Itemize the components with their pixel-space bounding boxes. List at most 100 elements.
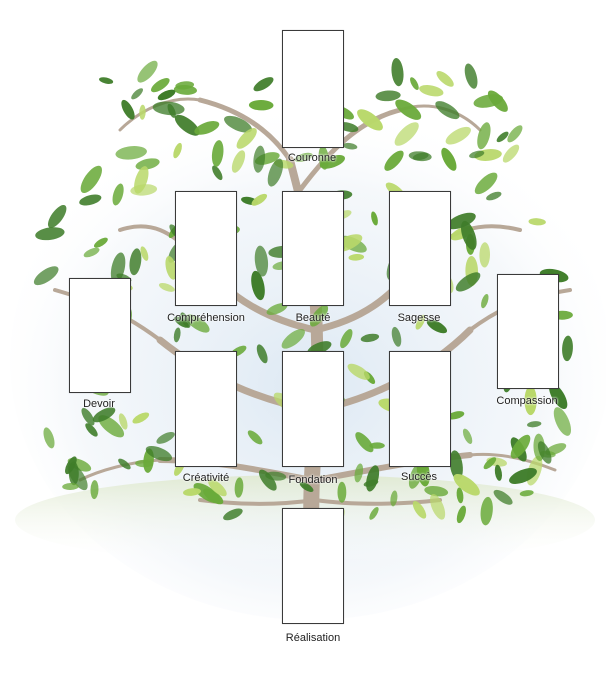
card-label-sagesse: Sagesse <box>397 312 441 324</box>
card-placeholder-beaute[interactable] <box>282 191 344 306</box>
leaf <box>175 81 195 90</box>
leaf <box>469 150 485 159</box>
leaf <box>112 183 124 206</box>
leaf <box>390 490 398 507</box>
leaf <box>121 99 135 120</box>
leaf <box>562 335 573 362</box>
leaf <box>99 77 114 84</box>
card-label-couronne: Couronne <box>287 152 337 164</box>
leaf <box>510 434 531 459</box>
leaf <box>93 237 108 248</box>
leaf <box>371 211 378 226</box>
leaf <box>253 77 274 92</box>
leaf <box>395 99 422 120</box>
leaf <box>118 458 131 470</box>
leaf <box>384 150 404 171</box>
leaf <box>266 303 288 315</box>
leaf <box>299 482 314 492</box>
leaf <box>253 145 266 173</box>
card-placeholder-realisation[interactable] <box>282 508 344 624</box>
leaf <box>129 248 142 276</box>
leaf <box>369 507 379 520</box>
leaf <box>173 142 182 159</box>
card-placeholder-sagesse[interactable] <box>389 191 451 306</box>
card-label-succes: Succès <box>400 471 438 483</box>
leaf <box>80 165 102 194</box>
card-placeholder-devoir[interactable] <box>69 278 131 393</box>
leaf <box>445 126 471 145</box>
leaf <box>110 252 126 284</box>
leaf <box>430 493 446 520</box>
leaf <box>487 90 508 112</box>
leaf <box>81 407 95 426</box>
leaf <box>415 314 426 330</box>
leaf <box>267 158 284 187</box>
leaf <box>391 326 402 347</box>
card-label-comprehension: Compréhension <box>167 312 245 324</box>
leaf <box>360 333 380 343</box>
leaf <box>174 114 200 136</box>
leaf <box>43 427 55 449</box>
leaf <box>537 441 552 464</box>
leaf <box>456 487 464 504</box>
leaf <box>447 212 476 230</box>
leaf <box>426 319 448 334</box>
leaf <box>254 245 269 277</box>
card-label-realisation: Réalisation <box>285 632 341 644</box>
card-placeholder-comprehension[interactable] <box>175 191 237 306</box>
leaf <box>281 328 305 349</box>
leaf <box>357 109 383 131</box>
card-label-fondation: Fondation <box>288 474 338 486</box>
leaf <box>62 482 79 491</box>
branch <box>197 97 293 163</box>
card-label-beaute: Beauté <box>295 312 331 324</box>
leaf <box>212 165 223 181</box>
leaf <box>447 411 465 420</box>
card-placeholder-couronne[interactable] <box>282 30 344 148</box>
leaf <box>231 150 246 173</box>
leaf <box>408 462 424 489</box>
leaf <box>337 481 347 503</box>
leaf <box>462 428 473 445</box>
leaf <box>173 327 181 343</box>
leaf <box>549 383 568 410</box>
leaf <box>294 152 313 163</box>
leaf <box>194 121 220 135</box>
leaf <box>135 158 160 170</box>
card-label-compassion: Compassion <box>496 395 558 407</box>
leaf <box>156 431 175 444</box>
card-label-creativite: Créativité <box>182 472 230 484</box>
leaf <box>453 473 480 496</box>
leaf <box>528 218 546 226</box>
leaf <box>90 480 99 500</box>
leaf <box>208 479 227 497</box>
leaf <box>441 147 457 171</box>
leaf <box>157 89 176 101</box>
leaf <box>223 508 243 521</box>
leaf <box>455 272 481 292</box>
leaf <box>391 57 404 87</box>
leaf <box>167 103 176 118</box>
card-placeholder-fondation[interactable] <box>282 351 344 467</box>
leaf <box>369 442 385 449</box>
leaf <box>185 314 210 333</box>
leaf <box>342 142 358 150</box>
leaf <box>248 99 274 111</box>
leaf <box>412 152 429 161</box>
card-placeholder-compassion[interactable] <box>497 274 559 389</box>
leaf <box>132 412 150 424</box>
leaf <box>502 144 520 163</box>
leaf <box>211 140 224 167</box>
card-placeholder-creativite[interactable] <box>175 351 237 467</box>
leaf <box>479 242 491 268</box>
card-placeholder-succes[interactable] <box>389 351 451 467</box>
leaf <box>464 63 478 89</box>
leaf <box>553 407 572 436</box>
leaf <box>165 255 177 280</box>
leaf <box>318 146 329 170</box>
leaf <box>494 464 502 481</box>
leaf <box>247 430 263 445</box>
leaf <box>79 194 102 206</box>
leaf <box>474 172 498 195</box>
leaf <box>527 421 542 428</box>
